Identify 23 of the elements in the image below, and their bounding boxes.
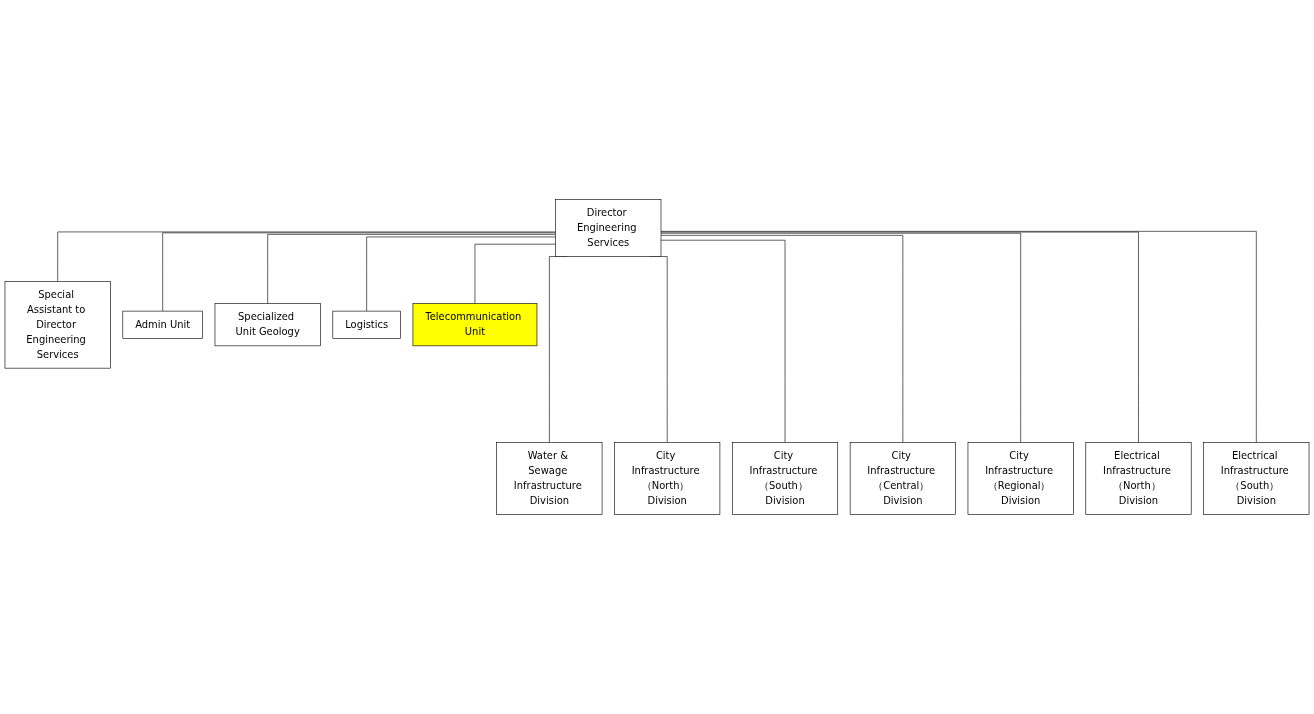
connector: [57, 231, 556, 282]
node-box: Admin Unit: [122, 310, 203, 339]
node-box: Logistics: [332, 310, 401, 339]
node-box: City Infrastructure （Central） Division: [849, 442, 956, 515]
node-box: Special Assistant to Director Engineering Services: [4, 281, 111, 369]
node-box: Electrical Infrastructure （South） Division: [1203, 442, 1310, 515]
node-box: Specialized Unit Geology: [214, 303, 321, 347]
node-box: Electrical Infrastructure （North） Division: [1085, 442, 1192, 515]
connector: [660, 235, 904, 443]
connector: [162, 232, 556, 312]
node-box: City Infrastructure （South） Division: [732, 442, 839, 515]
connector: [474, 243, 556, 304]
connector: [267, 234, 556, 304]
node-box: Water & Sewage Infrastructure Division: [496, 442, 603, 515]
connector: [660, 231, 1257, 443]
connector: [366, 236, 556, 312]
connector: [660, 231, 1139, 443]
node-box: Director Engineering Services: [555, 199, 662, 257]
node-box: Telecommunication Unit: [412, 303, 538, 347]
node-box: City Infrastructure （North） Division: [614, 442, 721, 515]
connector: [660, 232, 1021, 443]
node-box: City Infrastructure （Regional） Division: [967, 442, 1074, 515]
connector: [660, 239, 786, 443]
